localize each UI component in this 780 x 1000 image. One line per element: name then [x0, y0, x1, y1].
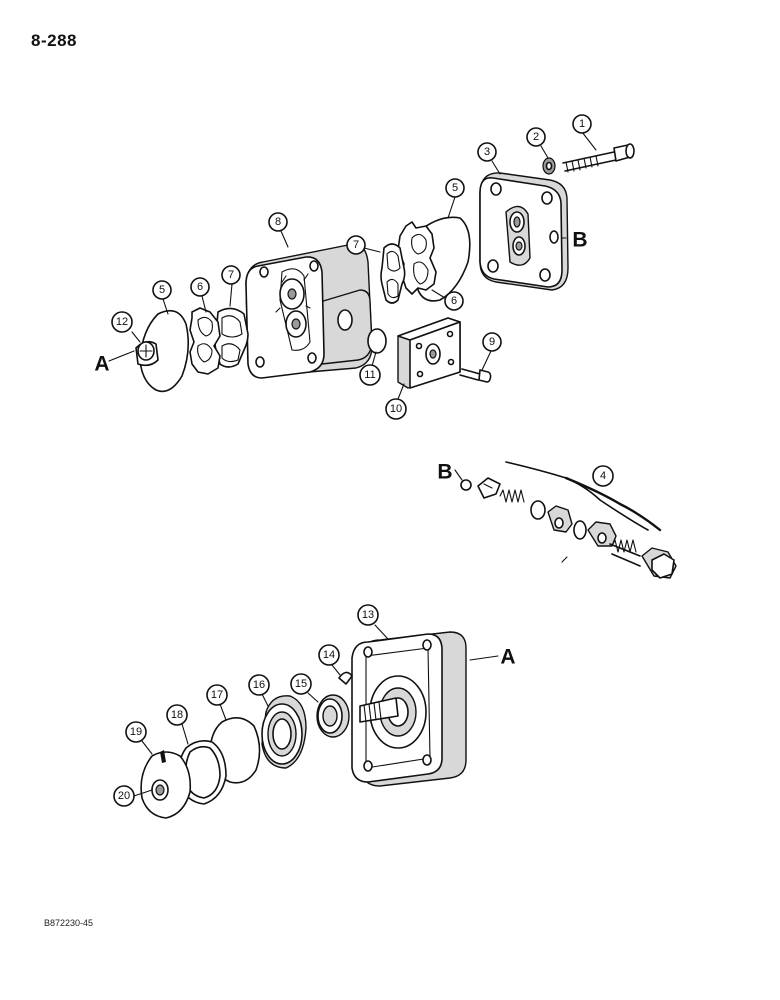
callout-3: 3: [477, 142, 497, 162]
reference-label-b-valve: B: [437, 461, 452, 484]
callout-9: 9: [482, 332, 502, 352]
drawing-id: B872230-45: [44, 918, 94, 928]
callout-7-upper: 7: [346, 235, 366, 255]
flange-block-part-10: [397, 317, 461, 389]
svg-text:18: 18: [171, 709, 183, 721]
seal-part-6-left: [189, 307, 221, 375]
svg-text:8: 8: [275, 216, 281, 228]
leader-lines: [108, 131, 597, 797]
seal-part-16: [261, 695, 307, 769]
callout-5-upper: 5: [445, 178, 465, 198]
svg-text:1: 1: [579, 118, 585, 130]
callout-12: 12: [111, 311, 133, 333]
svg-text:4: 4: [600, 470, 606, 482]
svg-text:11: 11: [364, 369, 375, 381]
svg-text:6: 6: [451, 295, 457, 307]
callout-6-left: 6: [190, 277, 210, 297]
svg-text:7: 7: [228, 269, 234, 281]
callout-20: 20: [113, 785, 135, 807]
gasket-part-7-upper: [380, 243, 406, 304]
cap-screw-part-1: [562, 143, 635, 173]
callout-18: 18: [166, 704, 188, 726]
page-number: 8-288: [31, 31, 77, 50]
seal-part-6-upper: [397, 221, 437, 295]
svg-text:9: 9: [489, 336, 495, 348]
callout-15: 15: [290, 673, 312, 695]
svg-text:5: 5: [159, 284, 165, 296]
callout-2: 2: [526, 127, 546, 147]
callout-5-left: 5: [152, 280, 172, 300]
svg-text:3: 3: [484, 146, 490, 158]
bearing-part-15: [316, 694, 350, 738]
svg-text:5: 5: [452, 182, 458, 194]
callout-13: 13: [357, 604, 379, 626]
o-ring-part-11: [367, 328, 387, 354]
callout-4: 4: [592, 465, 614, 487]
svg-text:10: 10: [390, 403, 402, 415]
svg-text:15: 15: [295, 678, 307, 690]
svg-text:16: 16: [253, 679, 265, 691]
callout-16: 16: [248, 674, 270, 696]
svg-text:17: 17: [211, 689, 223, 701]
svg-text:14: 14: [323, 649, 335, 661]
front-housing-part-13: [351, 631, 467, 787]
svg-text:19: 19: [130, 726, 142, 738]
svg-text:7: 7: [353, 239, 359, 251]
callout-8: 8: [268, 212, 288, 232]
relief-valve-part-4: [460, 461, 677, 579]
callout-6-upper: 6: [444, 291, 464, 311]
coupling-part-12: [135, 340, 159, 367]
callout-17: 17: [206, 684, 228, 706]
svg-text:20: 20: [118, 790, 130, 802]
svg-text:2: 2: [533, 131, 539, 143]
end-cover-part-3: [479, 172, 569, 291]
reference-label-a-lower: A: [500, 646, 515, 669]
cap-screw-part-9: [459, 368, 492, 383]
reference-label-a-upper: A: [94, 353, 109, 376]
svg-text:12: 12: [116, 316, 128, 328]
hub-part-20: [151, 779, 169, 801]
callout-19: 19: [125, 721, 147, 743]
callout-1: 1: [572, 114, 592, 134]
key-part-14: [338, 671, 353, 685]
pump-body-part-8: [245, 243, 373, 379]
callout-10: 10: [385, 398, 407, 420]
callout-7-left: 7: [221, 265, 241, 285]
svg-text:13: 13: [362, 609, 374, 621]
svg-text:6: 6: [197, 281, 203, 293]
lock-washer-part-2: [542, 157, 556, 175]
callout-14: 14: [318, 644, 340, 666]
callout-11: 11: [359, 364, 381, 386]
reference-label-b-upper: B: [572, 229, 587, 252]
